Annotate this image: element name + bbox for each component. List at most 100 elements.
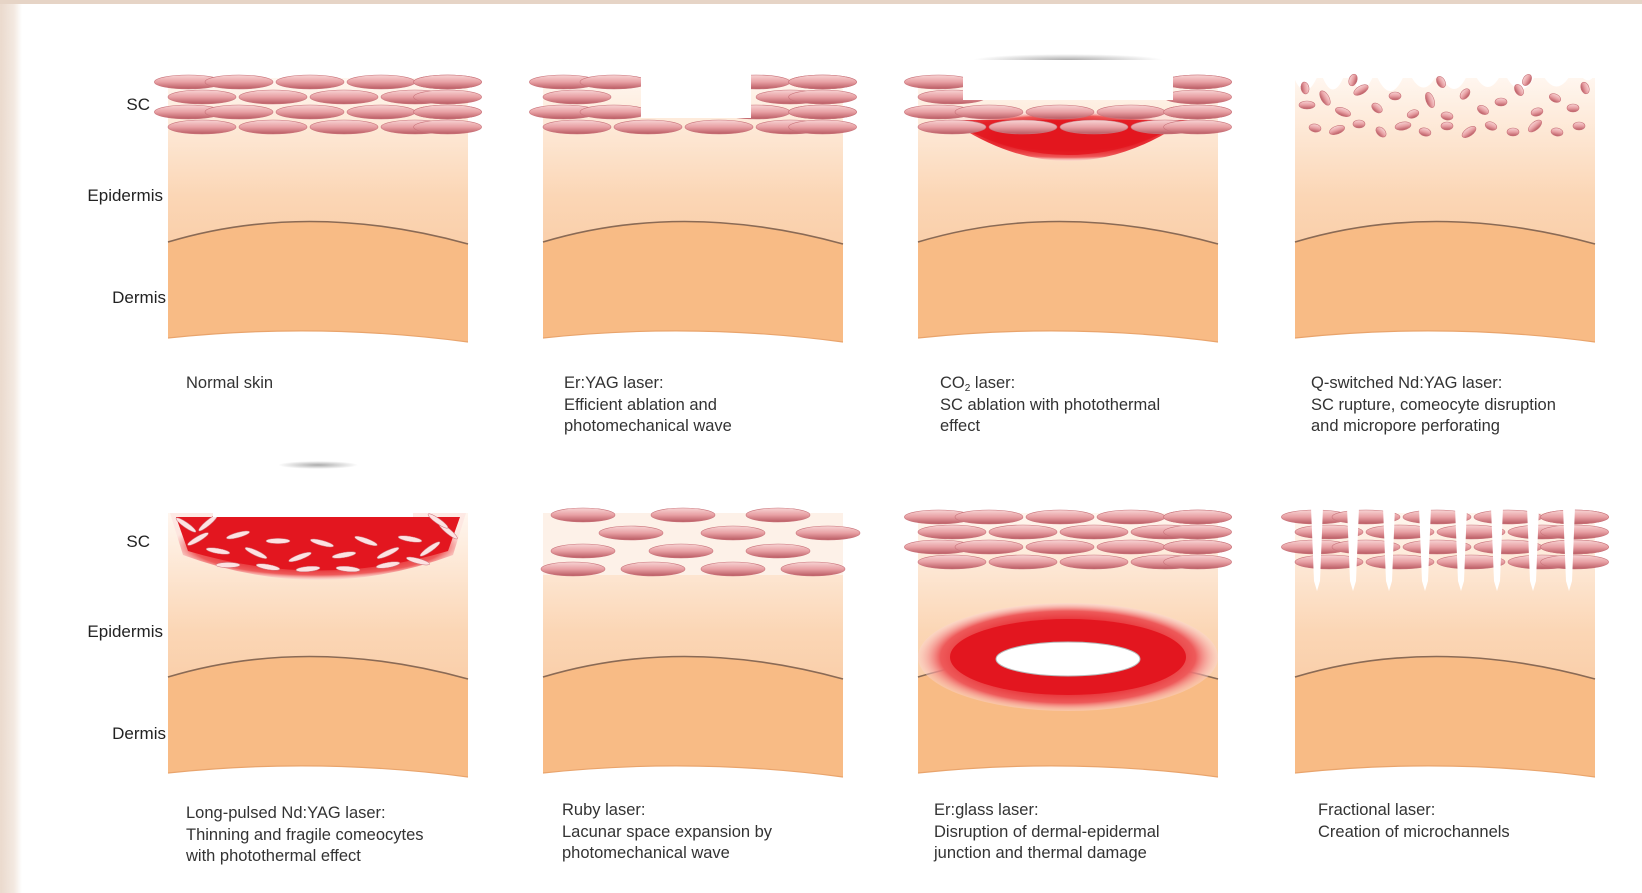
caption-line: Long-pulsed Nd:YAG laser: bbox=[186, 803, 516, 825]
corneocyte bbox=[746, 544, 810, 558]
corneocyte bbox=[599, 526, 663, 540]
corneocyte bbox=[701, 526, 765, 540]
corneocyte bbox=[205, 75, 273, 89]
corneocyte bbox=[310, 120, 378, 134]
dermis-layer bbox=[1295, 656, 1595, 777]
corneocyte bbox=[1164, 510, 1232, 524]
caption-co2-suffix: laser: bbox=[970, 374, 1015, 392]
caption-normal-skin: Normal skin bbox=[186, 373, 516, 395]
corneocyte bbox=[239, 90, 307, 104]
corneocyte bbox=[621, 562, 685, 576]
caption-long-pulsed: Long-pulsed Nd:YAG laser: Thinning and f… bbox=[186, 803, 516, 868]
dermis-layer bbox=[543, 656, 843, 777]
corneocyte bbox=[1389, 92, 1401, 100]
fragile-corneocyte bbox=[266, 538, 290, 543]
label-sc-row2: SC bbox=[0, 532, 150, 552]
corneocyte bbox=[918, 525, 986, 539]
corneocyte bbox=[989, 525, 1057, 539]
caption-line: with photothermal effect bbox=[186, 846, 516, 868]
panel-co2 bbox=[918, 60, 1218, 360]
caption-line: effect bbox=[940, 416, 1270, 438]
corneocyte bbox=[1097, 540, 1165, 554]
corneocyte bbox=[989, 555, 1057, 569]
caption-co2-formula: CO bbox=[940, 374, 965, 392]
corneocyte bbox=[347, 105, 415, 119]
corneocyte bbox=[168, 90, 236, 104]
caption-ruby: Ruby laser: Lacunar space expansion by p… bbox=[562, 800, 892, 865]
corneocyte bbox=[1441, 122, 1453, 130]
corneocyte bbox=[651, 508, 715, 522]
caption-line: Normal skin bbox=[186, 373, 516, 395]
caption-line: Efficient ablation and bbox=[564, 395, 894, 417]
corneocyte bbox=[955, 540, 1023, 554]
label-epidermis-row1: Epidermis bbox=[13, 186, 163, 206]
caption-er-yag: Er:YAG laser: Efficient ablation and pho… bbox=[564, 373, 894, 438]
corneocyte bbox=[955, 510, 1023, 524]
corneocyte bbox=[1573, 122, 1585, 130]
panel-normal-skin bbox=[168, 60, 468, 360]
corneocyte bbox=[205, 105, 273, 119]
caption-line: Er:glass laser: bbox=[934, 800, 1264, 822]
laser-beam-shadow bbox=[278, 461, 358, 469]
panel-ruby bbox=[543, 495, 843, 795]
corneocyte bbox=[918, 120, 986, 134]
caption-line: and micropore perforating bbox=[1311, 416, 1641, 438]
caption-line: CO2 laser: bbox=[940, 373, 1270, 395]
corneocyte bbox=[1026, 510, 1094, 524]
corneocyte bbox=[1060, 555, 1128, 569]
corneocyte bbox=[789, 75, 857, 89]
corneocyte bbox=[649, 544, 713, 558]
corneocyte bbox=[918, 555, 986, 569]
caption-q-switched: Q-switched Nd:YAG laser: SC rupture, com… bbox=[1311, 373, 1641, 438]
corneocyte bbox=[1541, 525, 1609, 539]
ablation-crater bbox=[641, 70, 751, 118]
corneocyte bbox=[1164, 540, 1232, 554]
label-epidermis-row2: Epidermis bbox=[13, 622, 163, 642]
corneocyte bbox=[1353, 120, 1365, 128]
corneocyte bbox=[1026, 105, 1094, 119]
corneocyte bbox=[1060, 525, 1128, 539]
caption-line: SC ablation with photothermal bbox=[940, 395, 1270, 417]
caption-line: Fractional laser: bbox=[1318, 800, 1642, 822]
caption-line: Q-switched Nd:YAG laser: bbox=[1311, 373, 1641, 395]
corneocyte bbox=[781, 562, 845, 576]
corneocyte bbox=[1541, 540, 1609, 554]
corneocyte bbox=[1164, 120, 1232, 134]
corneocyte bbox=[543, 120, 611, 134]
corneocyte bbox=[1097, 510, 1165, 524]
junction-cavity bbox=[996, 642, 1140, 676]
corneocyte bbox=[1495, 98, 1507, 106]
label-dermis-row2: Dermis bbox=[16, 724, 166, 744]
corneocyte bbox=[614, 120, 682, 134]
corneocyte bbox=[796, 526, 860, 540]
corneocyte bbox=[1097, 105, 1165, 119]
corneocyte bbox=[1060, 120, 1128, 134]
corneocyte bbox=[310, 90, 378, 104]
caption-line: Ruby laser: bbox=[562, 800, 892, 822]
corneocyte bbox=[276, 75, 344, 89]
corneocyte bbox=[1164, 90, 1232, 104]
caption-line: Lacunar space expansion by bbox=[562, 822, 892, 844]
corneocyte bbox=[276, 105, 344, 119]
corneocyte bbox=[541, 562, 605, 576]
corneocyte bbox=[239, 120, 307, 134]
caption-line: Thinning and fragile comeocytes bbox=[186, 825, 516, 847]
label-sc-row1: SC bbox=[0, 95, 150, 115]
caption-co2: CO2 laser: SC ablation with photothermal… bbox=[940, 373, 1270, 438]
corneocyte bbox=[414, 75, 482, 89]
corneocyte bbox=[551, 544, 615, 558]
corneocyte bbox=[789, 105, 857, 119]
corneocyte bbox=[1026, 540, 1094, 554]
corneocyte bbox=[789, 90, 857, 104]
corneocyte bbox=[701, 562, 765, 576]
corneocyte bbox=[1164, 75, 1232, 89]
corneocyte bbox=[989, 120, 1057, 134]
corneocyte bbox=[414, 120, 482, 134]
caption-line: photomechanical wave bbox=[564, 416, 894, 438]
corneocyte bbox=[1299, 101, 1315, 109]
corneocyte bbox=[414, 90, 482, 104]
caption-line: SC rupture, comeocyte disruption bbox=[1311, 395, 1641, 417]
caption-fractional: Fractional laser: Creation of microchann… bbox=[1318, 800, 1642, 843]
caption-line: Disruption of dermal-epidermal bbox=[934, 822, 1264, 844]
